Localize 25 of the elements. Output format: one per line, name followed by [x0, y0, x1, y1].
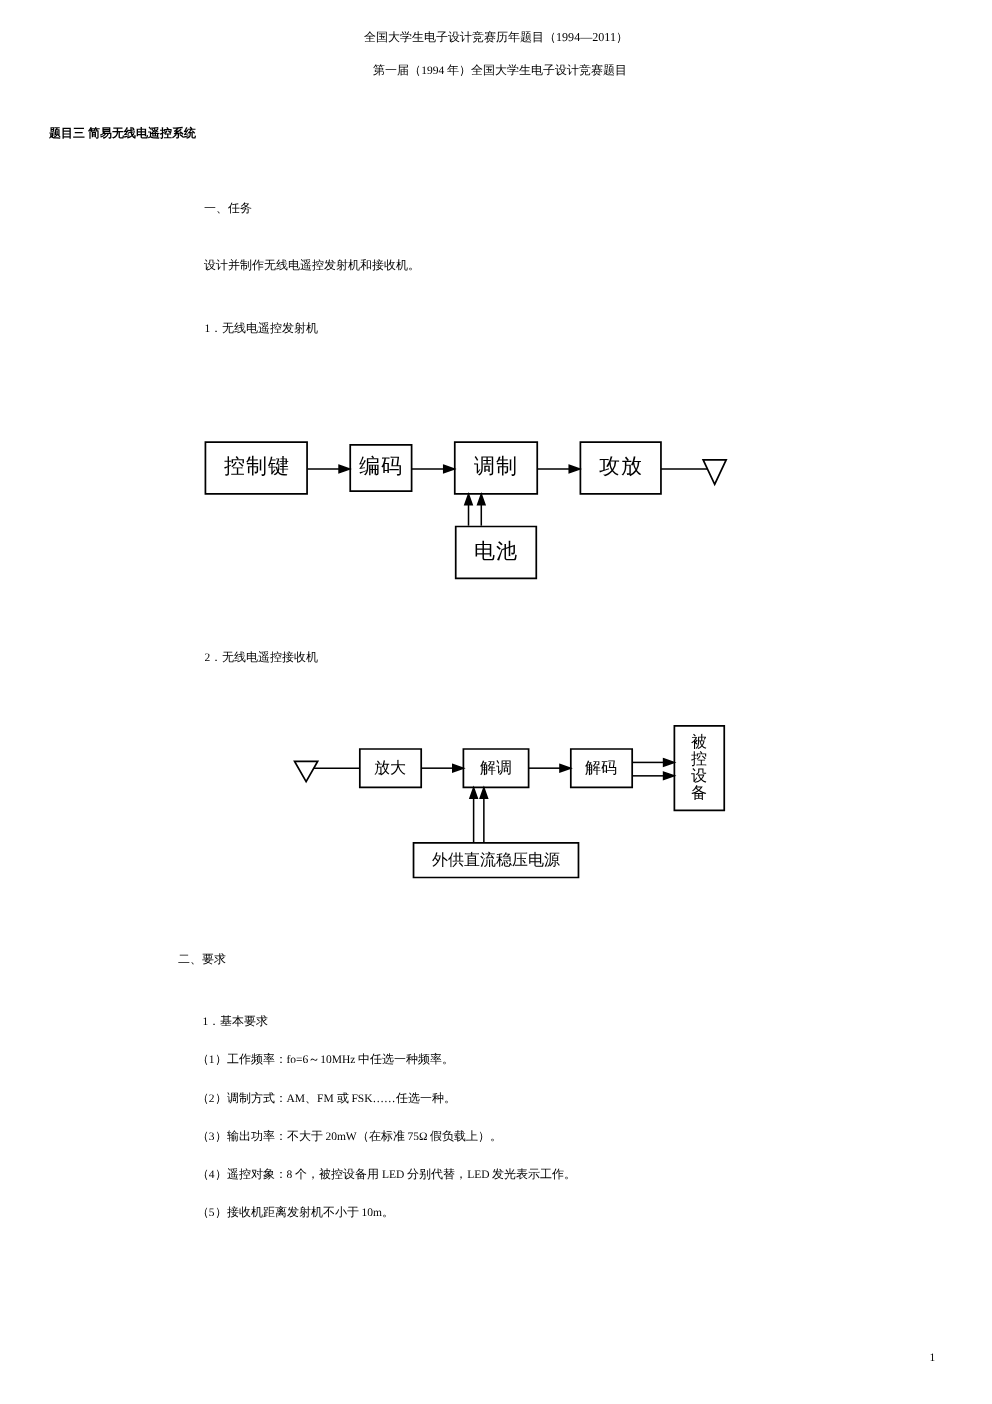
node-box: 解调	[462, 748, 530, 789]
node-box: 解码	[569, 748, 634, 789]
node-box: 攻放	[579, 441, 662, 495]
node-antenna	[701, 459, 728, 487]
arrow	[528, 763, 573, 773]
arrow	[463, 491, 474, 527]
node-box: 控制键	[204, 441, 308, 495]
arrow	[420, 763, 466, 773]
node-box: 编码	[349, 444, 413, 492]
arrow	[631, 757, 677, 768]
node-box: 调制	[453, 441, 539, 495]
arrow	[479, 785, 489, 844]
arrow	[536, 464, 583, 474]
connector	[313, 767, 361, 769]
arrow	[468, 785, 479, 844]
connector	[660, 468, 709, 470]
arrow	[631, 771, 677, 781]
arrow	[411, 464, 457, 474]
arrow	[476, 491, 487, 527]
node-antenna	[293, 760, 320, 784]
node-box: 外供直流稳压电源	[412, 842, 580, 879]
arrow	[306, 464, 352, 474]
node-box: 电池	[454, 525, 538, 580]
node-box: 放大	[358, 748, 423, 789]
node-box: 被控设备	[673, 725, 726, 812]
